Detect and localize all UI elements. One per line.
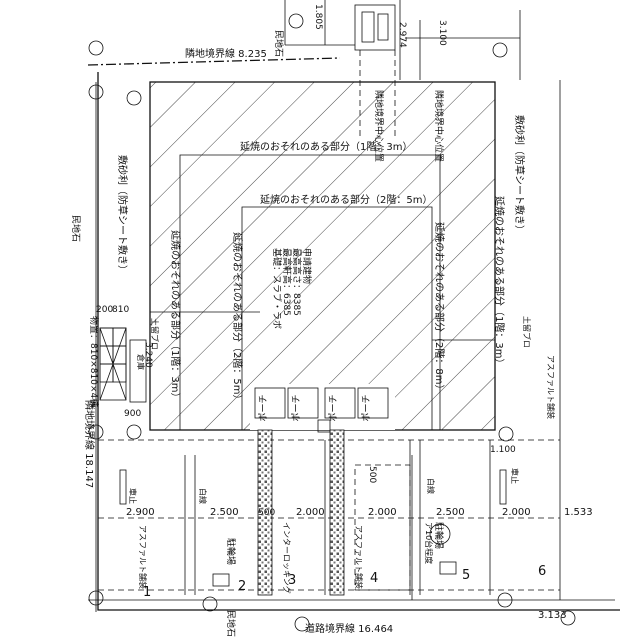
residence-bottom-label: 民地石 <box>225 610 237 637</box>
interlocking-paths <box>257 419 345 596</box>
dim-3100: 3.100 <box>437 20 447 46</box>
dim-2000b: 2.000 <box>368 507 397 518</box>
dim-1805: 1.805 <box>313 4 323 30</box>
residence-top-label: 民地石 <box>273 30 285 57</box>
white-line-1-label: 白線 <box>198 488 208 504</box>
dim-3133: 3.133 <box>538 610 567 621</box>
dim-200: 200 <box>96 305 113 315</box>
porch-label-2: ポーチ <box>291 394 302 421</box>
top-neighbor-area <box>284 0 521 140</box>
site-boundary <box>87 57 620 612</box>
dim-1533: 1.533 <box>564 507 593 518</box>
building-footprint <box>149 81 496 431</box>
dim-2974: 2.974 <box>397 22 407 48</box>
gravel-right-label: 敷砂利（防草シート敷き） <box>513 115 526 235</box>
boundary-left-label: 隣地境界線 18.147 <box>83 400 96 488</box>
dim-500a: 500 <box>258 508 275 518</box>
center-line-label: 隣地境界中心位置 <box>373 90 385 162</box>
parking-number-6: 6 <box>538 564 546 579</box>
parking-number-4: 4 <box>370 571 378 586</box>
stopper-2-label: 車止 <box>510 468 520 484</box>
porch-label-4: ポーチ <box>361 394 372 421</box>
fire-left-1f-label: 延焼のおそれのある部分（1階：3m） <box>169 230 182 402</box>
boundary-road-label: 道路境界線 16.464 <box>305 622 393 635</box>
porch-group: ポーチ ポーチ ポーチ ポーチ <box>254 387 389 422</box>
dim-2000c: 2.000 <box>502 507 531 518</box>
dim-2500a: 2.500 <box>210 507 239 518</box>
gravel-left-label: 敷砂利（防草シート敷き） <box>116 155 129 275</box>
parking-number-5: 5 <box>462 568 470 583</box>
fire-1f-label: 延焼のおそれのある部分（1階：3m） <box>240 140 412 153</box>
building-title: 申請建物 <box>301 248 313 284</box>
building-foundation: 基礎：スラブ・ラボ <box>271 248 283 329</box>
fire-left-2f-label: 延焼のおそれのある部分（2階：5m） <box>231 232 244 404</box>
bike-label: 駐輪場 <box>433 522 445 549</box>
dim-810: 810 <box>112 305 129 315</box>
parking-number-2: 2 <box>238 579 246 594</box>
fire-right-2f-label: 延焼のおそれのある部分（2階：8m） <box>433 222 446 394</box>
parking-area <box>98 439 560 600</box>
dim-1100: 1.100 <box>490 445 516 455</box>
bike-left-label: 駐輪場 <box>225 538 237 565</box>
center-line-label-2: 隣地境界中心位置 <box>433 90 445 162</box>
building-height-2: 最高軒高：6385 <box>281 248 293 316</box>
storage-label: 倉庫 <box>136 354 146 370</box>
dim-900: 900 <box>124 409 141 419</box>
interlocking-label: インターロッキング <box>282 522 292 594</box>
asphalt-1-label: アスファルト舗装 <box>138 525 148 589</box>
dimensions: 2.900 2.500 500 2.000 2.000 2.500 2.000 … <box>96 4 593 621</box>
parking-number-3: 3 <box>288 573 296 588</box>
asphalt-3-label: アスファルト舗装 <box>354 525 364 589</box>
dim-3240: 3.240 <box>143 342 153 368</box>
residence-left-label: 民地石 <box>70 215 82 242</box>
parking-numbers: 1 2 3 4 5 6 <box>143 564 546 600</box>
porch-label-1: ポーチ <box>258 394 269 421</box>
asphalt-right-label: アスファルト舗装 <box>546 355 556 419</box>
stopper-1-label: 車止 <box>128 488 138 504</box>
dim-2900: 2.900 <box>126 507 155 518</box>
boundary-top-label: 隣地境界線 8.235 <box>185 47 267 60</box>
white-line-2-label: 白線 <box>426 478 436 494</box>
earth-wall-left: 土留ブロ <box>150 318 160 350</box>
fire-2f-label: 延焼のおそれのある部分（2階：5m） <box>260 193 432 206</box>
porch-label-3: ポーチ <box>328 394 339 421</box>
dim-500b: 500 <box>367 466 377 483</box>
storage-sheds <box>99 327 147 403</box>
text-labels: 隣地境界線 8.235 隣地境界線 18.147 道路境界線 16.464 民地… <box>70 30 556 637</box>
bike-note-label: ア10台程度 <box>424 522 434 564</box>
dim-2000a: 2.000 <box>296 507 325 518</box>
fire-right-1f-label: 延焼のおそれのある部分（1階：3m） <box>493 196 506 368</box>
level-markers <box>88 13 576 632</box>
dim-2500b: 2.500 <box>436 507 465 518</box>
earth-wall-right: 土留ブロ <box>522 316 532 348</box>
parking-number-1: 1 <box>143 585 151 600</box>
building-height-1: 最高高さ：8385 <box>291 248 303 316</box>
shelf-label: 物置：810×810×4棟 <box>88 316 100 407</box>
